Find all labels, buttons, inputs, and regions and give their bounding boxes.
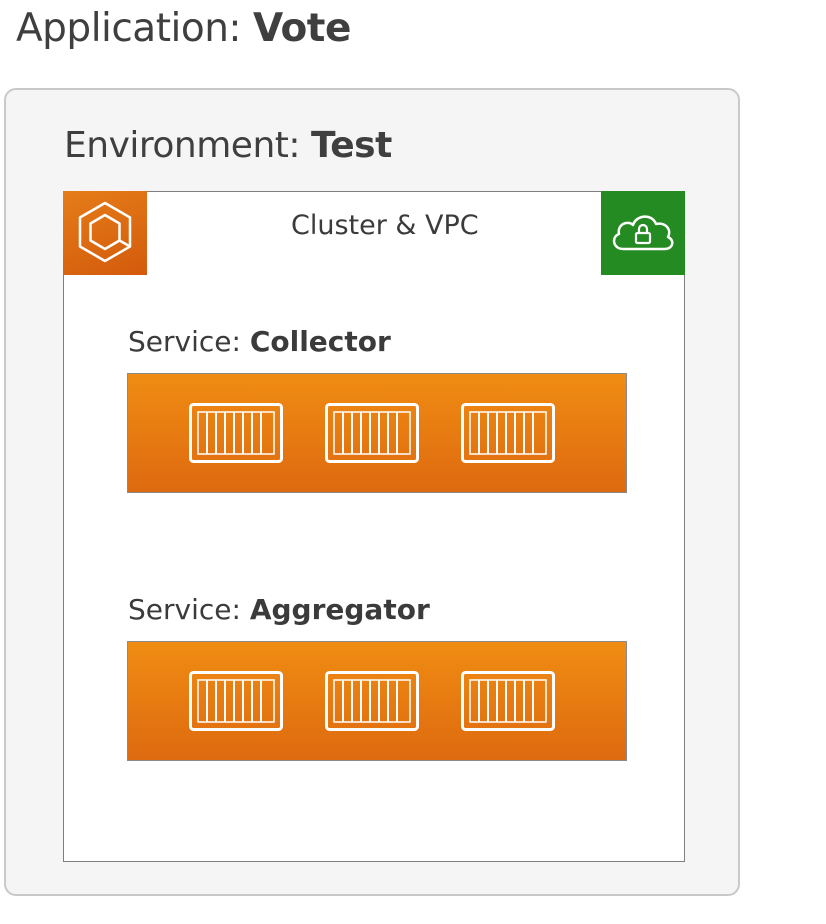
container-task-icon: [189, 403, 283, 463]
service-name: Collector: [249, 325, 391, 358]
environment-title: Environment: Test: [64, 125, 392, 166]
application-name: Vote: [252, 6, 351, 51]
service-box-collector: [127, 373, 627, 493]
container-task-icon: [189, 671, 283, 731]
container-task-icon: [325, 403, 419, 463]
application-prefix: Application:: [16, 6, 253, 51]
service-box-aggregator: [127, 641, 627, 761]
service-name: Aggregator: [249, 593, 430, 626]
application-title: Application: Vote: [16, 6, 351, 51]
environment-prefix: Environment:: [64, 125, 311, 166]
service-prefix: Service:: [128, 325, 250, 358]
container-task-icon: [461, 671, 555, 731]
environment-name: Test: [310, 125, 392, 166]
service-prefix: Service:: [128, 593, 250, 626]
container-task-icon: [461, 403, 555, 463]
cluster-label: Cluster & VPC: [291, 210, 479, 241]
ecs-cluster-icon: [63, 191, 147, 275]
container-task-icon: [325, 671, 419, 731]
service-title-aggregator: Service: Aggregator: [128, 593, 430, 626]
cluster-box: [63, 191, 685, 862]
service-title-collector: Service: Collector: [128, 325, 391, 358]
vpc-cloud-lock-icon: [601, 191, 685, 275]
